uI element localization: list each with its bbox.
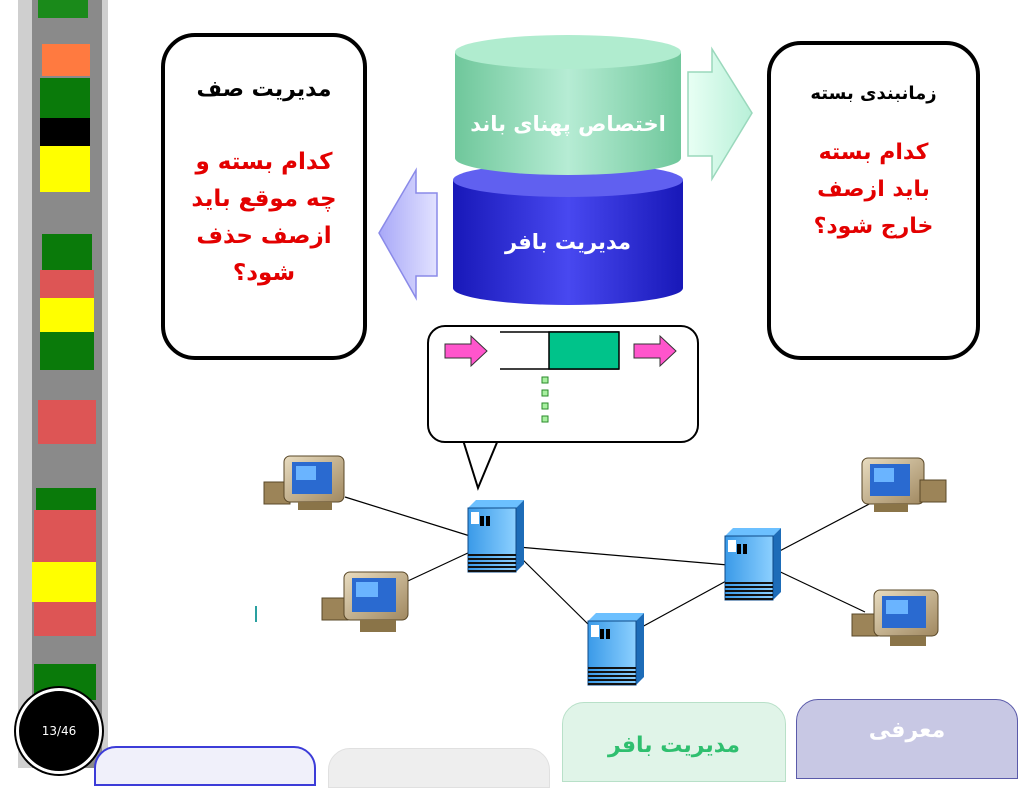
packet-scheduling-question: کدام بسته باید ازصف خارج شود؟ <box>813 140 934 239</box>
network-links <box>344 496 876 629</box>
outgoing-arrow-icon <box>633 334 677 368</box>
queue-management-box: مدیریت صف کدام بسته و چه موقع باید ازصف … <box>161 33 367 360</box>
queue-management-title: مدیریت صف <box>196 77 332 102</box>
router-icon <box>467 500 524 573</box>
decorative-strip-inner <box>32 0 102 768</box>
computer-icon <box>263 455 345 510</box>
packet-scheduling-title: زمانبندی بسته <box>810 83 937 104</box>
queue-management-question: کدام بسته و چه موقع باید ازصف حذف شود؟ <box>191 149 337 286</box>
buffer-management-label-wrap: مدیریت بافر <box>453 230 683 254</box>
tab-blank-2[interactable] <box>328 748 550 788</box>
computer-icon <box>861 457 947 512</box>
right-arrow-icon <box>687 46 753 182</box>
buffer-management-label: مدیریت بافر <box>504 230 632 254</box>
bandwidth-allocation-label-wrap: اختصاص پهنای باند <box>455 112 681 136</box>
tab-buffer-management[interactable]: مدیریت بافر <box>562 702 786 782</box>
router-icon <box>587 613 644 686</box>
diagram-graphics <box>255 35 947 686</box>
packet-dots <box>541 376 549 423</box>
bandwidth-allocation-cylinder <box>455 35 681 175</box>
router-icon <box>724 528 781 601</box>
queue-callout <box>427 325 699 443</box>
queued-packets <box>548 331 620 370</box>
computer-icon <box>851 589 939 646</box>
bandwidth-allocation-label: اختصاص پهنای باند <box>470 112 666 136</box>
tab-introduction[interactable]: معرفی <box>796 699 1018 779</box>
packet-scheduling-box: زمانبندی بسته کدام بسته باید ازصف خارج ش… <box>767 41 980 360</box>
incoming-arrow-icon <box>444 334 488 368</box>
tab-blank-1[interactable] <box>94 746 316 786</box>
queue-graphic <box>444 331 677 423</box>
left-arrow-icon <box>378 167 438 301</box>
computer-icon <box>321 571 409 632</box>
callout-tail <box>461 439 500 491</box>
